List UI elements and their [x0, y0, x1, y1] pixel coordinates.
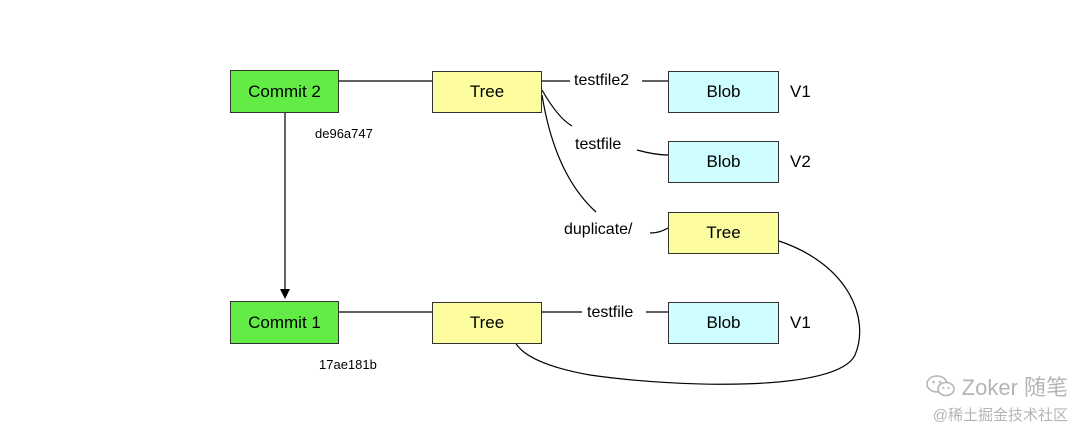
edge-duplicate-tree: [649, 227, 669, 234]
blob-label: Blob: [706, 313, 741, 332]
commit-1-label: Commit 1: [248, 312, 321, 332]
tree-node-commit-1: Tree: [432, 302, 542, 344]
edge-testfile-blob: [636, 149, 669, 156]
blob-node-testfile2: Blob: [668, 71, 779, 113]
commit-2-label: Commit 2: [248, 81, 321, 101]
wechat-icon: [925, 375, 955, 397]
tree-label: Tree: [706, 223, 741, 242]
watermark-title-row: Zoker 随笔: [925, 370, 1068, 402]
edge-label-duplicate: duplicate/: [564, 221, 633, 238]
edge-label-testfile-bottom: testfile: [587, 304, 634, 321]
commit-2-hash: de96a747: [315, 126, 373, 141]
blob-version-testfile: V2: [790, 152, 811, 171]
commit-1-hash: 17ae181b: [319, 357, 377, 372]
blob-label: Blob: [706, 152, 741, 171]
edge-label-testfile: testfile: [575, 136, 622, 153]
tree-label: Tree: [469, 82, 505, 101]
tree-node-commit-2: Tree: [432, 71, 542, 113]
edge-label-testfile2: testfile2: [574, 72, 630, 89]
blob-version-testfile-commit-1: V1: [790, 313, 811, 332]
watermark-subtitle: @稀土掘金技术社区: [932, 407, 1068, 424]
blob-label: Blob: [706, 82, 741, 101]
commit-1-node: Commit 1: [230, 301, 339, 344]
tree-label: Tree: [469, 313, 505, 332]
edge-tree-duplicate: [541, 94, 597, 213]
blob-version-testfile2: V1: [790, 82, 811, 101]
tree-node-duplicate: Tree: [668, 212, 779, 254]
watermark: Zoker 随笔 @稀土掘金技术社区: [925, 370, 1068, 425]
edge-tree-testfile: [541, 89, 573, 127]
edge-duplicate-tree-to-commit1-tree: [514, 240, 861, 385]
watermark-title: Zoker 随笔: [961, 375, 1068, 400]
commit-2-node: Commit 2: [230, 70, 339, 113]
blob-node-testfile-commit-1: Blob: [668, 302, 779, 344]
blob-node-testfile: Blob: [668, 141, 779, 183]
